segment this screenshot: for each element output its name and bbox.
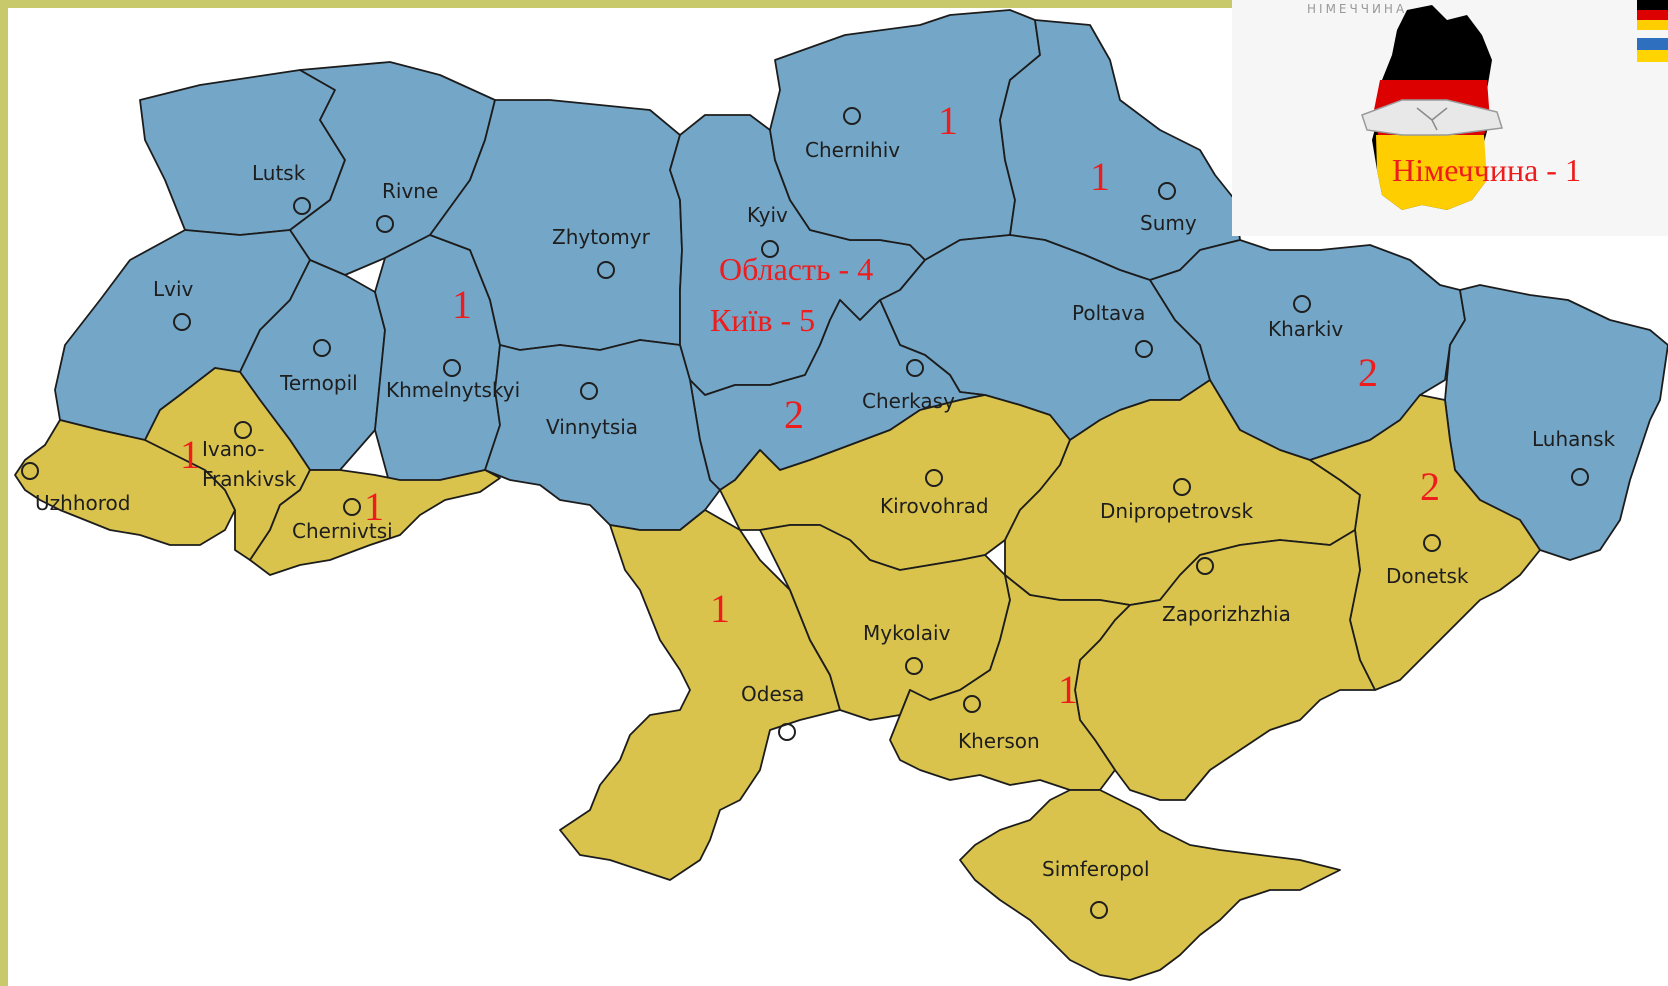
city-dot-kherson: [963, 695, 981, 713]
city-label-cherkasy: Cherkasy: [862, 389, 955, 413]
region-odesa: [559, 509, 841, 881]
city-dot-zhytomyr: [597, 261, 615, 279]
kyiv-city-count: Київ - 5: [710, 302, 815, 338]
handshake-icon: [1361, 99, 1503, 136]
count-odesa: 1: [710, 586, 730, 631]
city-label-ivano-line2: Frankivsk: [202, 467, 297, 491]
slide-frame-left: [0, 0, 8, 986]
city-label-zaporizhzhia: Zaporizhzhia: [1162, 602, 1291, 626]
city-label-donetsk: Donetsk: [1386, 564, 1469, 588]
count-cherkasy: 2: [784, 392, 804, 437]
city-dot-vinnytsia: [580, 382, 598, 400]
inset-caption: НІМЕЧЧИНА: [1307, 2, 1408, 16]
city-label-kirovohrad: Kirovohrad: [880, 494, 989, 518]
region-chernihiv: [769, 9, 1041, 261]
city-labels: Lutsk Rivne Lviv Ternopil Khmelnytskyi Z…: [35, 138, 1615, 881]
city-label-zhytomyr: Zhytomyr: [552, 225, 651, 249]
city-dot-ternopil: [313, 339, 331, 357]
city-dot-kharkiv: [1293, 295, 1311, 313]
city-label-luhansk: Luhansk: [1532, 427, 1615, 451]
kyiv-oblast-count: Область - 4: [719, 251, 873, 287]
count-sumy: 1: [1090, 154, 1110, 199]
city-label-khmelnytskyi: Khmelnytskyi: [386, 378, 520, 402]
city-dot-khmelnytskyi: [443, 359, 461, 377]
city-label-mykolaiv: Mykolaiv: [863, 621, 951, 645]
city-label-vinnytsia: Vinnytsia: [546, 415, 638, 439]
city-dot-odesa: [778, 723, 796, 741]
city-dot-donetsk: [1423, 534, 1441, 552]
city-dot-chernihiv: [843, 107, 861, 125]
city-dot-chernivtsi: [343, 498, 361, 516]
city-label-rivne: Rivne: [382, 179, 438, 203]
city-dot-zaporizhzhia: [1196, 557, 1214, 575]
city-label-chernihiv: Chernihiv: [805, 138, 900, 162]
germany-inset: НІМЕЧЧИНА Німеччина - 1: [1232, 0, 1668, 236]
city-dot-lviv: [173, 313, 191, 331]
city-label-odesa: Odesa: [741, 682, 804, 706]
region-chernivtsi: [249, 469, 501, 576]
count-kherson: 1: [1058, 667, 1078, 712]
city-dot-ivano-frankivsk: [234, 421, 252, 439]
count-chernihiv: 1: [938, 98, 958, 143]
city-label-dnipropetrovsk: Dnipropetrovsk: [1100, 499, 1253, 523]
region-kherson: [889, 574, 1131, 791]
city-dot-luhansk: [1571, 468, 1589, 486]
count-ivano-frankivsk: 1: [180, 432, 200, 477]
city-dot-simferopol: [1090, 901, 1108, 919]
city-dot-uzhhorod: [21, 462, 39, 480]
city-dot-sumy: [1158, 182, 1176, 200]
city-label-kherson: Kherson: [958, 729, 1040, 753]
city-label-sumy: Sumy: [1140, 211, 1197, 235]
city-label-chernivtsi: Chernivtsi: [292, 519, 393, 543]
city-label-ivano-line1: Ivano-: [202, 437, 265, 461]
region-rivne: [289, 61, 496, 276]
city-label-lviv: Lviv: [153, 277, 194, 301]
city-label-ternopil: Ternopil: [279, 371, 358, 395]
region-lutsk: [139, 69, 346, 236]
city-dot-kirovohrad: [925, 469, 943, 487]
region-simferopol: [959, 789, 1341, 981]
city-dot-rivne: [376, 215, 394, 233]
city-label-uzhhorod: Uzhhorod: [35, 491, 130, 515]
germany-count: Німеччина - 1: [1392, 152, 1581, 188]
city-dot-kyiv: [761, 240, 779, 258]
city-label-kyiv: Kyiv: [747, 203, 788, 227]
city-markers: [21, 107, 1589, 919]
count-annotations: 1 1 1 2 2 2 1 1 1 1 Область - 4 Київ - 5: [180, 98, 1440, 712]
city-label-simferopol: Simferopol: [1042, 857, 1150, 881]
city-label-lutsk: Lutsk: [252, 161, 306, 185]
germany-flag-map-icon: [1361, 0, 1668, 210]
count-donetsk: 2: [1420, 464, 1440, 509]
city-dot-poltava: [1135, 340, 1153, 358]
slide-frame-top: [0, 0, 1240, 8]
count-chernivtsi: 1: [364, 484, 384, 529]
count-kharkiv: 2: [1358, 350, 1378, 395]
city-dot-dnipropetrovsk: [1173, 478, 1191, 496]
city-dot-mykolaiv: [905, 657, 923, 675]
city-dot-lutsk: [293, 197, 311, 215]
city-label-kharkiv: Kharkiv: [1268, 317, 1343, 341]
count-khmelnytskyi: 1: [452, 282, 472, 327]
city-dot-cherkasy: [906, 359, 924, 377]
city-label-poltava: Poltava: [1072, 301, 1145, 325]
